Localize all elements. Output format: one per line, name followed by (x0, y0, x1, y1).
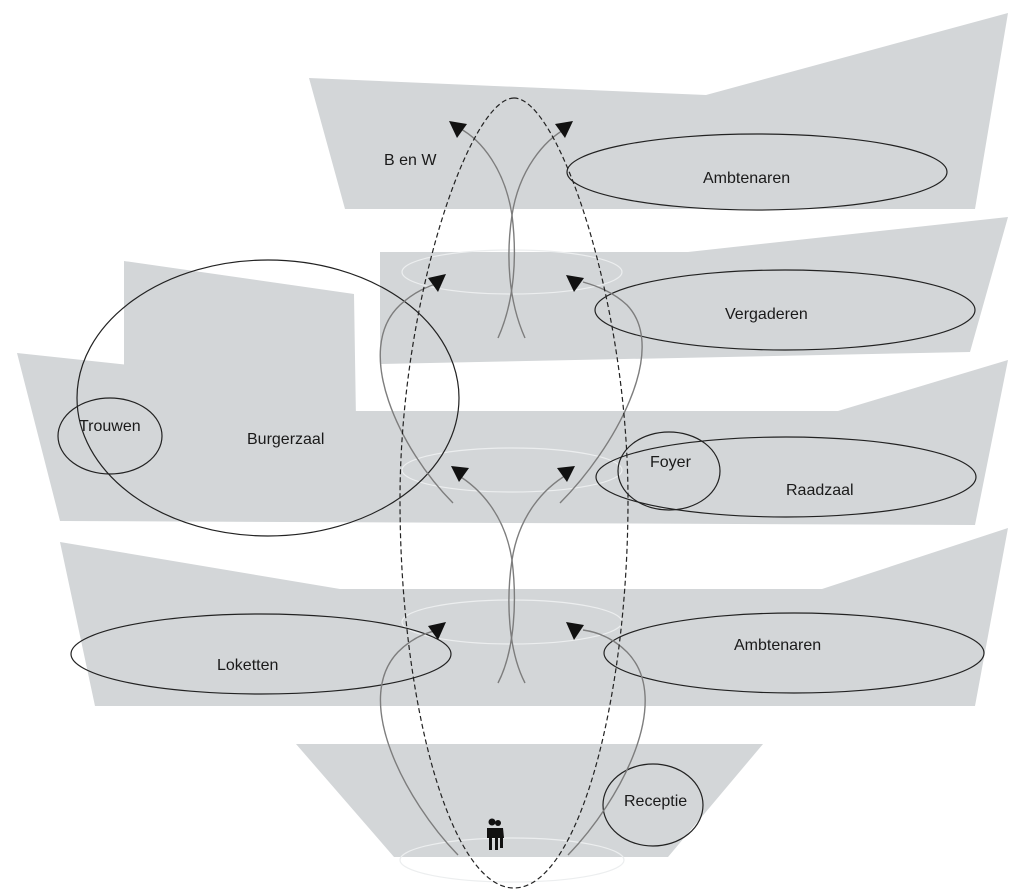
arrowheads (428, 121, 584, 640)
arrowhead-first-right (566, 622, 584, 640)
atrium-void-ground (399, 837, 625, 883)
label-ambtenaren-top: Ambtenaren (703, 170, 790, 187)
flow-second-to-third-left (379, 281, 454, 504)
label-raadzaal: Raadzaal (786, 482, 854, 499)
zone-raadzaal (595, 436, 977, 518)
arrowhead-top-right (555, 121, 573, 138)
label-receptie: Receptie (624, 793, 687, 810)
label-ambtenaren-bottom: Ambtenaren (734, 637, 821, 654)
atrium-void-second (401, 447, 623, 493)
flow-third-cross-right (508, 127, 568, 339)
floor-slabs (17, 13, 1008, 857)
arrowhead-second-right (557, 466, 575, 482)
arrowhead-second-left (451, 466, 469, 482)
person-pair-icon (487, 818, 504, 850)
flow-lines (379, 127, 646, 856)
program-zones (57, 133, 985, 847)
slab-top-floor (309, 13, 1008, 209)
flow-second-to-third-right (559, 281, 643, 504)
slab-second-floor (17, 353, 1008, 525)
slab-third-floor (380, 217, 1008, 364)
slab-ground-floor (296, 744, 763, 857)
label-b-en-w: B en W (384, 152, 437, 169)
label-burgerzaal: Burgerzaal (247, 431, 324, 448)
zone-burgerzaal (76, 259, 460, 537)
zone-loketten (70, 613, 452, 695)
zone-ambtenaren-bottom (603, 612, 985, 694)
arrowhead-third-left (428, 274, 446, 292)
zone-receptie (602, 763, 704, 847)
zone-vergaderen (594, 269, 976, 351)
arrowhead-top-left (449, 121, 467, 138)
circulation-loop (399, 97, 629, 889)
zone-ambtenaren-top (566, 133, 948, 211)
label-foyer: Foyer (650, 454, 692, 471)
label-vergaderen: Vergaderen (725, 306, 808, 323)
flow-ground-to-first-left (379, 629, 459, 856)
zone-foyer (617, 431, 721, 511)
arrowhead-third-right (566, 275, 584, 292)
arrowhead-first-left (428, 622, 446, 640)
label-trouwen: Trouwen (79, 418, 141, 435)
zone-trouwen (57, 397, 163, 475)
flow-ground-to-first-right (567, 629, 646, 856)
labels: B en W Ambtenaren Vergaderen Burgerzaal … (79, 152, 854, 810)
slab-first-floor (60, 528, 1008, 706)
flow-first-cross-right (508, 473, 569, 684)
label-loketten: Loketten (217, 657, 278, 674)
